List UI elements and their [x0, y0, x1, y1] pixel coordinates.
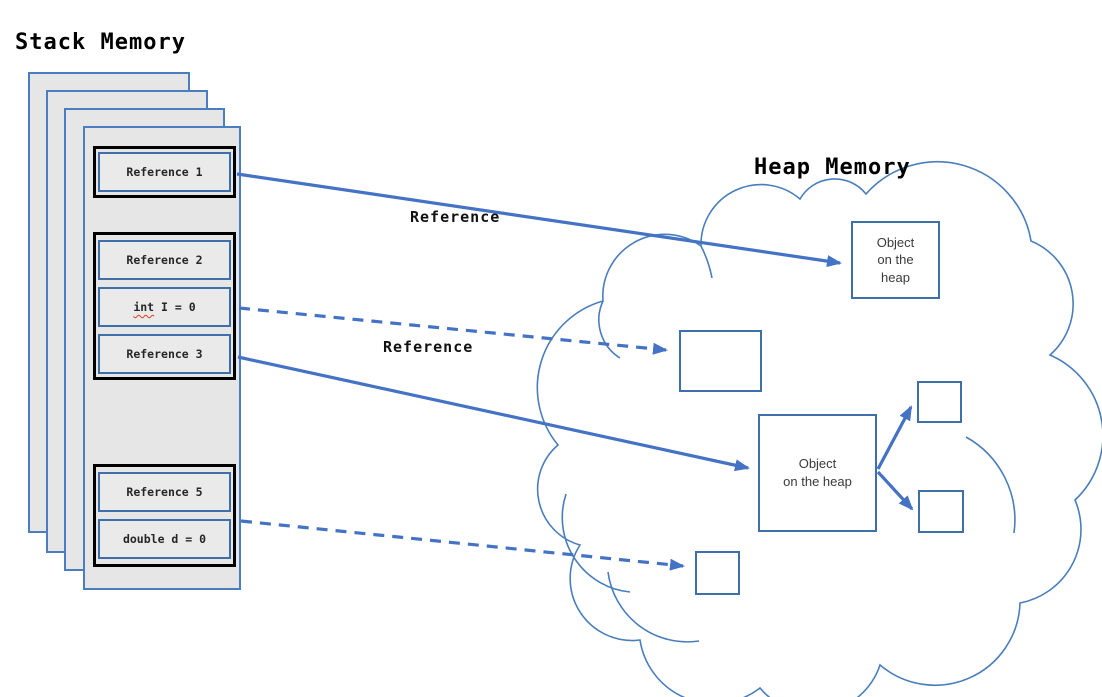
stack-group-2: [93, 232, 236, 380]
heap-memory-title: Heap Memory: [754, 155, 911, 180]
heap-object-box-middle: Object on the heap: [758, 414, 877, 532]
cloud-overlap-stub: [598, 300, 621, 359]
heap-object-box-top: Object on the heap: [851, 221, 940, 299]
stack-slot-reference-2: Reference 2: [98, 240, 231, 280]
stack-slot-reference-3: Reference 3: [98, 334, 231, 374]
arrow-reference-3-to-heap: [237, 355, 750, 472]
slot-label: Reference 3: [126, 347, 203, 361]
cloud-overlap-stub: [965, 436, 1016, 534]
arrow-label-reference-1: Reference: [410, 208, 501, 226]
heap-object-label: Object on the heap: [783, 456, 852, 489]
arrow-label-reference-2: Reference: [383, 338, 474, 356]
heap-empty-box-upper: [679, 330, 762, 392]
arrow-object-to-box-down: [876, 470, 914, 511]
stack-slot-reference-5: Reference 5: [98, 472, 231, 512]
arrow-double-dashed: [240, 519, 685, 571]
stack-memory-title: Stack Memory: [15, 30, 186, 55]
heap-object-label: Object on the heap: [876, 234, 915, 285]
heap-empty-box-top-right: [917, 381, 962, 423]
arrow-int-dashed: [238, 306, 668, 355]
stack-slot-double-variable: double d = 0: [98, 519, 231, 559]
slot-label: Reference 1: [126, 165, 203, 179]
slot-label: I = 0: [154, 300, 196, 314]
slot-label: double d = 0: [122, 532, 207, 546]
cloud-overlap-stub: [700, 245, 713, 279]
heap-empty-box-lower: [695, 551, 740, 595]
slot-label-misspelled-word: int: [133, 300, 155, 314]
arrow-object-to-box-up: [876, 405, 913, 470]
slot-label: Reference 2: [126, 253, 203, 267]
cloud-overlap-stub: [561, 493, 631, 593]
stack-group-3: [93, 464, 236, 567]
arrow-reference-1-to-heap: [236, 172, 842, 268]
heap-empty-box-bottom-right: [918, 490, 964, 533]
stack-slot-reference-1: Reference 1: [98, 152, 231, 192]
stack-group-1: [93, 146, 236, 198]
stack-slot-int-variable: int I = 0: [98, 287, 231, 327]
cloud-overlap-stub: [607, 571, 700, 643]
slot-label: Reference 5: [126, 485, 203, 499]
